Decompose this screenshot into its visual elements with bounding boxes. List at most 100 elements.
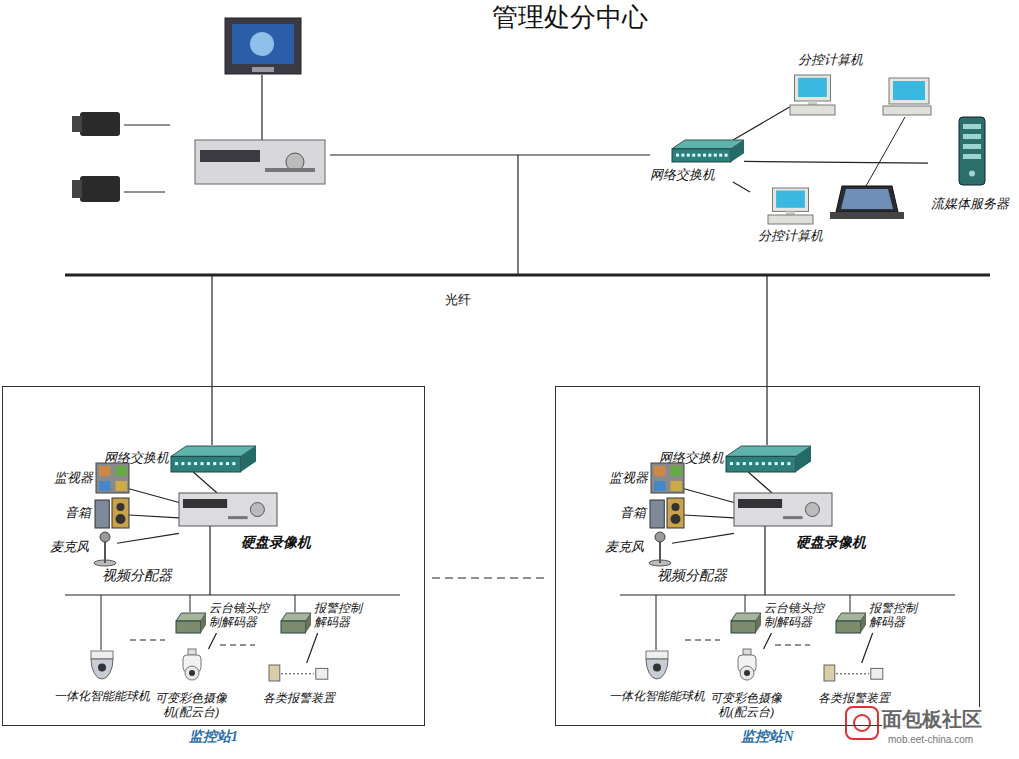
more-stations-dash: [432, 578, 548, 579]
drawing-part: [836, 673, 869, 674]
watermark-logo: [846, 707, 878, 739]
drawing-part: [95, 500, 109, 528]
drawing-part: [749, 462, 752, 465]
drawing-part: [104, 539, 106, 563]
device-node: 报警控制解码器: [281, 601, 366, 633]
drawing-part: [736, 462, 739, 465]
drawing-part: [687, 154, 690, 157]
device-node: 云台镜头控制解码器: [176, 601, 273, 633]
connector: [862, 633, 873, 663]
device-icon: [650, 498, 684, 528]
device-label: 云台镜头控制解码器: [209, 601, 273, 629]
device-node: 可变彩色摄像机(配云台): [708, 649, 784, 719]
device-label: 可变彩色摄像机(配云台): [153, 691, 229, 719]
drawing-part: [101, 595, 102, 650]
device-label: 云台镜头控制解码器: [764, 601, 828, 629]
station-box: 监控站N网络交换机监视器音箱麦克风硬盘录像机一体化智能能球机云台镜头控制解码器可…: [555, 386, 980, 726]
drawing-part: [220, 462, 223, 465]
drawing-part: [189, 670, 195, 676]
drawing-part: [195, 140, 325, 184]
drawing-part: [306, 613, 311, 633]
watermark: 面包板社区: [882, 707, 1006, 731]
device-icon: [171, 446, 256, 472]
device-label: 监视器: [51, 470, 93, 485]
drawing-part: [768, 462, 771, 465]
free-label: 视频分配器: [657, 568, 737, 584]
drawing-part: [98, 664, 106, 672]
drawing-part: [889, 78, 929, 104]
device-node: 音箱: [61, 498, 129, 528]
drawing-part: [714, 154, 717, 157]
connector: [307, 633, 318, 663]
drawing-part: [659, 539, 661, 563]
connector: [744, 161, 928, 163]
drawing-part: [228, 516, 248, 519]
device-node: 网络交换机: [650, 140, 744, 182]
pc-and-laptop: [830, 78, 931, 219]
device-label: 报警控制解码器: [314, 601, 366, 629]
drawing-part: [841, 189, 893, 209]
device-icon: [644, 651, 670, 681]
drawing-part: [72, 180, 82, 198]
drawing-part: [330, 154, 650, 155]
device-label: 音箱: [61, 505, 91, 520]
device-icon: [89, 651, 115, 681]
drawing-part: [646, 651, 668, 659]
drawing-part: [181, 462, 184, 465]
drawing-part: [252, 67, 274, 72]
device-label: 音箱: [616, 505, 646, 520]
drawing-part: [730, 462, 733, 465]
drawing-part: [261, 75, 262, 140]
drawing-part: [756, 613, 761, 633]
drawing-part: [756, 462, 759, 465]
drawing-part: [655, 532, 665, 542]
device-label: 可变彩色摄像机(配云台): [708, 691, 784, 719]
drawing-part: [963, 154, 981, 159]
device-label: 网络交换机: [650, 167, 720, 182]
connector: [129, 515, 179, 518]
drawing-part: [116, 514, 126, 524]
drawing-part: [654, 466, 666, 476]
drawing-part: [194, 462, 197, 465]
drawing-part: [963, 144, 981, 149]
drawing-part: [805, 503, 819, 517]
free-label: 视频分配器: [102, 568, 182, 584]
device-node: 报警控制解码器: [836, 601, 921, 633]
device-icon: [790, 75, 835, 115]
connector: [129, 489, 179, 503]
drawing-part: [232, 462, 235, 465]
connector: [672, 533, 734, 543]
drawing-part: [209, 525, 210, 595]
drawing-part: [692, 154, 695, 157]
drawing-part: [65, 594, 400, 595]
watermark: mob.eet-china.com: [888, 734, 1003, 746]
drawing-part: [959, 117, 985, 185]
connector: [733, 107, 790, 140]
drawing-part: [185, 666, 199, 680]
drawing-part: [824, 665, 835, 681]
connector: [748, 472, 772, 493]
connector: [733, 182, 750, 192]
drawing-part: [762, 462, 765, 465]
drawing-part: [91, 659, 113, 679]
device-icon: [281, 613, 311, 633]
drawing-part: [281, 673, 314, 674]
drawing-part: [124, 192, 165, 193]
drawing-part: [80, 112, 120, 136]
device-icon: [269, 663, 329, 681]
drawing-part: [91, 651, 113, 659]
drawing-part: [112, 498, 129, 528]
device-label: 流媒体服务器: [928, 196, 1012, 211]
device-icon: [731, 613, 761, 633]
diagram-title: 管理处分中心: [370, 2, 770, 34]
drawing-part: [672, 503, 680, 511]
drawing-part: [116, 466, 128, 476]
drawing-part: [836, 186, 898, 212]
drawing-part: [738, 499, 782, 508]
drawing-part: [783, 516, 803, 519]
drawing-part: [768, 215, 813, 224]
backbone-wires: [65, 117, 990, 445]
drawing-part: [798, 78, 827, 97]
drawing-part: [179, 493, 277, 526]
device-node: 音箱: [616, 498, 684, 528]
